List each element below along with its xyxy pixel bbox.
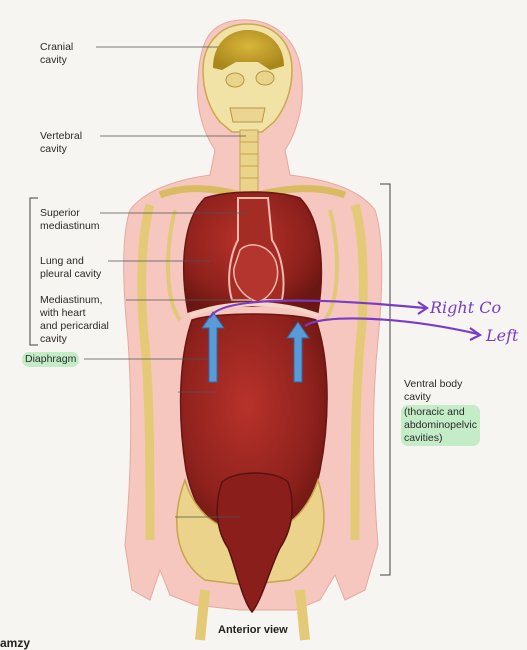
annotation-right: Right Co bbox=[430, 298, 501, 317]
annotation-left: Left bbox=[486, 326, 518, 345]
caption-anterior-view: Anterior view bbox=[218, 624, 288, 636]
eye-socket-left bbox=[226, 73, 244, 87]
corner-text: amzy bbox=[0, 636, 30, 650]
spine bbox=[240, 130, 258, 192]
bracket-left bbox=[30, 198, 38, 345]
jaw bbox=[230, 108, 265, 122]
eye-socket-right bbox=[256, 71, 274, 85]
label-diaphragm: Diaphragm bbox=[22, 352, 79, 367]
bracket-right bbox=[380, 184, 390, 575]
